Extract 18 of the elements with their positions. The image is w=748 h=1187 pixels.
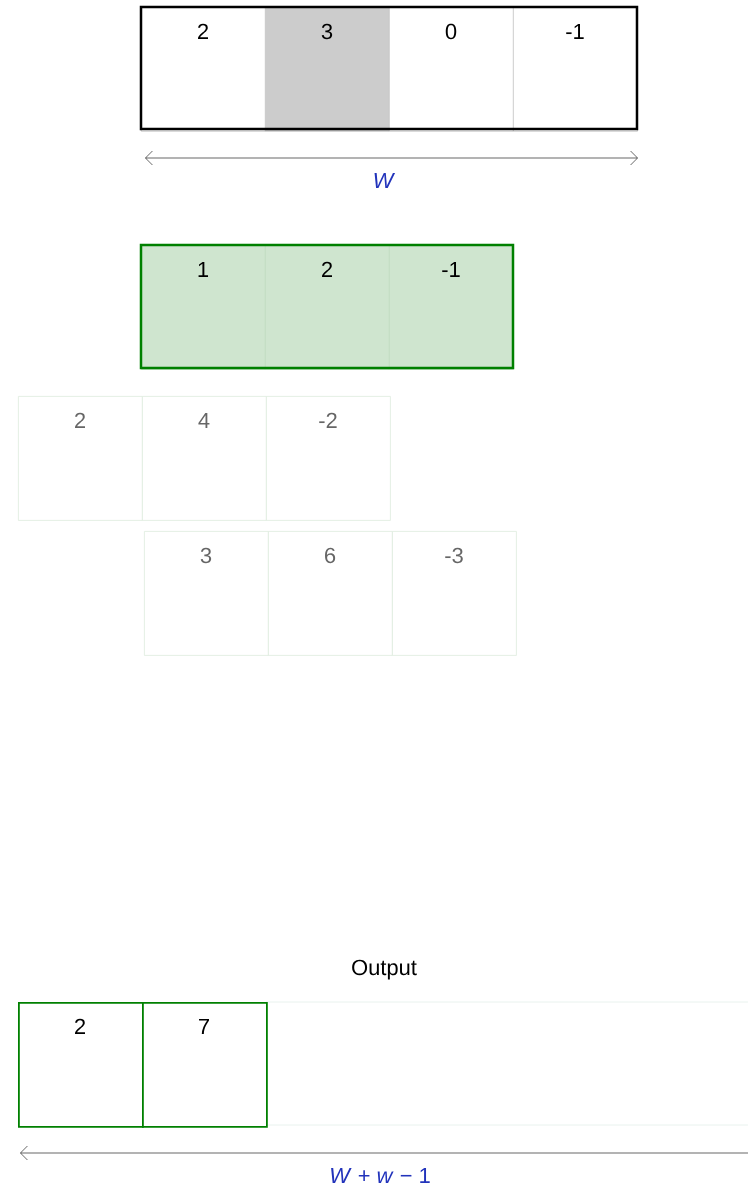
dimension-label: W bbox=[374, 172, 396, 188]
product-cell: 6 bbox=[268, 531, 393, 656]
output-cell: 2 bbox=[18, 1002, 144, 1128]
cell: -1 bbox=[513, 7, 638, 132]
product-cell: 3 bbox=[144, 531, 269, 656]
output-cell: 7 bbox=[142, 1002, 268, 1128]
dimension-label: W + w − 1 bbox=[331, 1167, 430, 1183]
kernel-cell: 1 bbox=[141, 245, 266, 370]
cell: 2 bbox=[141, 7, 266, 132]
product-cell: 4 bbox=[142, 396, 267, 521]
kernel-cell: 2 bbox=[265, 245, 390, 370]
product-cell: -3 bbox=[392, 531, 517, 656]
cell: 0 bbox=[389, 7, 514, 132]
product-cell: -2 bbox=[266, 396, 391, 521]
highlighted-cell: 3 bbox=[265, 7, 390, 132]
output-heading: Output bbox=[352, 959, 417, 980]
product-cell: 2 bbox=[18, 396, 143, 521]
kernel-cell: -1 bbox=[389, 245, 514, 370]
